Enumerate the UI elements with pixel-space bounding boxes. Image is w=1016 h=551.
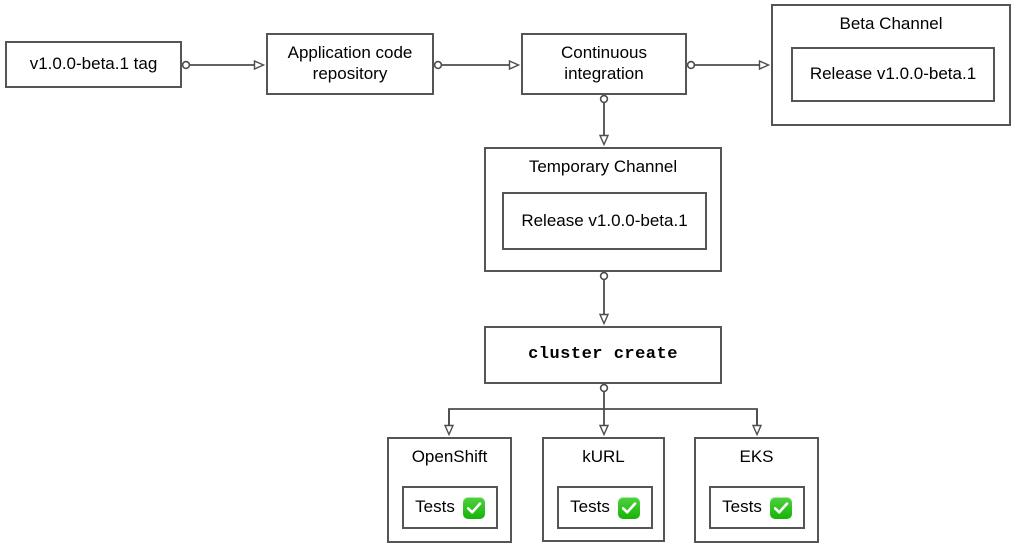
check-mark-icon xyxy=(462,496,485,519)
node-openshift-title: OpenShift xyxy=(411,447,488,466)
node-cluster-create[interactable]: cluster create xyxy=(484,326,722,384)
node-version-tag[interactable]: v1.0.0-beta.1 tag xyxy=(5,41,182,88)
node-beta-channel[interactable]: Beta Channel Release v1.0.0-beta.1 xyxy=(771,4,1011,126)
node-temporary-channel[interactable]: Temporary Channel Release v1.0.0-beta.1 xyxy=(484,147,722,272)
node-cluster-create-label: cluster create xyxy=(528,344,678,364)
node-eks-title: EKS xyxy=(739,447,774,466)
node-temporary-channel-release-label: Release v1.0.0-beta.1 xyxy=(521,210,688,230)
node-kurl[interactable]: kURL Tests xyxy=(542,437,665,542)
node-beta-channel-release-label: Release v1.0.0-beta.1 xyxy=(809,64,977,84)
node-openshift-tests-label: Tests xyxy=(415,497,455,517)
edge-temporary-channel-to-cluster-create xyxy=(601,271,608,323)
node-beta-channel-release[interactable]: Release v1.0.0-beta.1 xyxy=(791,47,995,102)
node-temporary-channel-release[interactable]: Release v1.0.0-beta.1 xyxy=(502,192,707,250)
node-openshift[interactable]: OpenShift Tests xyxy=(387,437,512,543)
edge-repository-to-ci xyxy=(433,62,518,69)
node-temporary-channel-title: Temporary Channel xyxy=(528,157,678,176)
node-kurl-tests[interactable]: Tests xyxy=(557,486,653,529)
node-eks[interactable]: EKS Tests xyxy=(694,437,819,543)
node-version-tag-label: v1.0.0-beta.1 tag xyxy=(29,54,158,74)
node-kurl-title: kURL xyxy=(582,447,625,466)
node-openshift-tests[interactable]: Tests xyxy=(402,486,498,529)
node-eks-tests[interactable]: Tests xyxy=(709,486,805,529)
node-continuous-integration[interactable]: Continuous integration xyxy=(521,33,687,95)
node-application-code-repository[interactable]: Application code repository xyxy=(266,33,434,95)
node-application-code-repository-label: Application code repository xyxy=(287,43,413,83)
node-beta-channel-title: Beta Channel xyxy=(839,14,943,33)
edge-ci-to-beta-channel xyxy=(686,62,768,69)
edge-cluster-create-to-targets xyxy=(449,383,757,434)
node-continuous-integration-label: Continuous integration xyxy=(560,43,647,83)
node-eks-tests-label: Tests xyxy=(722,497,762,517)
node-kurl-tests-label: Tests xyxy=(570,497,610,517)
edge-tag-to-repository xyxy=(181,62,263,69)
check-mark-icon xyxy=(617,496,640,519)
edge-ci-to-temporary-channel xyxy=(601,94,608,144)
check-mark-icon xyxy=(769,496,792,519)
